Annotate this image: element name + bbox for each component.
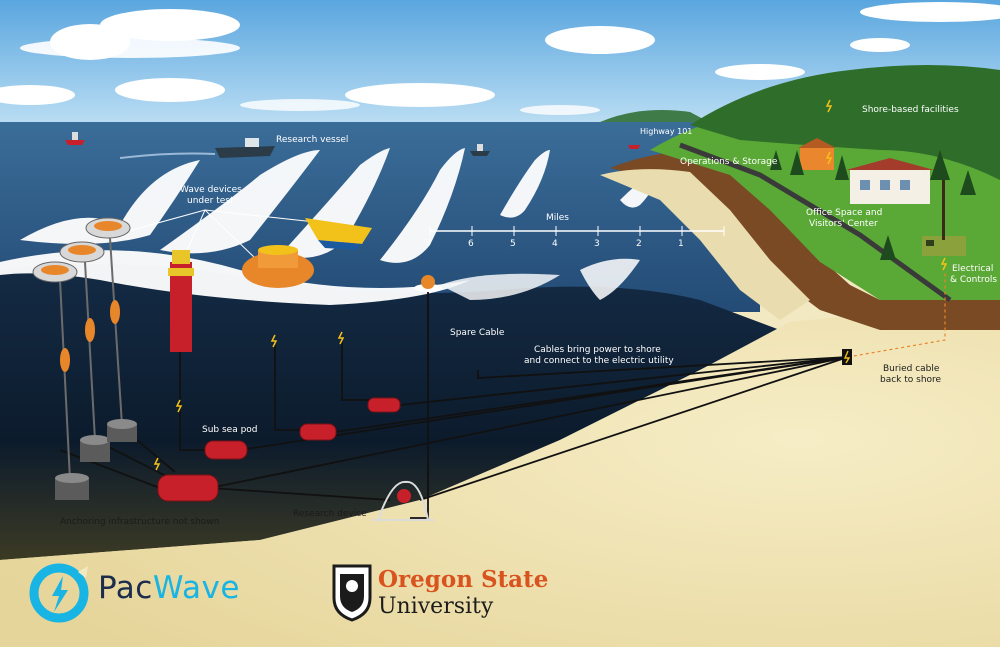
small-boats <box>65 132 640 156</box>
label-wave-devices-line2: under test <box>187 196 234 206</box>
clouds <box>0 2 1000 115</box>
mile-tick-2: 2 <box>636 239 642 249</box>
mile-tick-7: 7 <box>426 239 432 249</box>
label-subsea-pod: Sub sea pod <box>202 425 258 435</box>
wave-device-pointers <box>124 209 316 259</box>
pole <box>942 180 945 240</box>
beach <box>600 169 810 320</box>
cable-junction-bolt <box>843 350 851 364</box>
label-highway: Highway 101 <box>640 127 692 136</box>
label-office-line2: Visitors' Center <box>809 219 878 229</box>
surface-float <box>414 275 442 292</box>
anchors <box>55 419 137 500</box>
miles-scale: 7 6 5 4 3 2 1 <box>426 226 725 249</box>
research-device <box>372 480 434 521</box>
label-office-line1: Office Space and <box>806 208 882 218</box>
mile-tick-1: 1 <box>678 239 684 249</box>
label-research-device: Research device <box>293 509 367 519</box>
mile-tick-4: 4 <box>552 239 558 249</box>
wave-foam <box>0 148 660 305</box>
orange-wave-device <box>242 245 314 288</box>
pacwave-logo: PacWave <box>28 562 288 624</box>
buried-cable <box>847 272 946 358</box>
osu-wordmark-line1: Oregon State <box>378 566 549 593</box>
office-building <box>846 158 934 204</box>
label-cables-line1: Cables bring power to shore <box>534 345 661 355</box>
label-miles: Miles <box>546 213 569 223</box>
pacwave-wordmark-pac: Pac <box>98 570 153 606</box>
label-electrical-line1: Electrical <box>952 264 993 274</box>
osu-wordmark-line2: University <box>378 594 494 619</box>
mile-tick-5: 5 <box>510 239 516 249</box>
osu-logo: Oregon State University <box>330 560 560 626</box>
label-operations: Operations & Storage <box>680 157 778 167</box>
label-cables-line2: and connect to the electric utility <box>524 356 674 366</box>
operations-building <box>798 138 836 170</box>
hills <box>690 65 1000 180</box>
mooring-floats <box>60 300 120 372</box>
label-buried-line2: back to shore <box>880 375 942 385</box>
label-electrical-line2: & Controls <box>950 275 997 285</box>
trees <box>770 150 976 260</box>
pacwave-logo-mark <box>29 563 89 623</box>
mooring-lines <box>59 237 123 481</box>
label-anchoring: Anchoring infrastructure not shown <box>60 517 219 527</box>
mile-tick-6: 6 <box>468 239 474 249</box>
label-research-vessel: Research vessel <box>276 135 348 145</box>
mile-tick-3: 3 <box>594 239 600 249</box>
electrical-building <box>922 236 966 256</box>
subsea-pods <box>157 397 401 502</box>
yellow-wave-device <box>305 218 372 250</box>
label-buried-line1: Buried cable <box>883 364 940 374</box>
power-bolt-icons <box>153 99 948 471</box>
cable-junction <box>842 349 852 365</box>
research-vessel <box>119 138 275 159</box>
pacwave-wordmark-wave: Wave <box>152 570 240 606</box>
label-shore-facilities: Shore-based facilities <box>862 105 959 115</box>
pacwave-wordmark: PacWave <box>98 570 240 606</box>
highway <box>679 142 952 303</box>
red-spar-device <box>168 250 194 352</box>
osu-seal-icon <box>332 564 372 622</box>
label-spare-cable: Spare Cable <box>450 328 505 338</box>
point-absorber-buoys <box>32 217 131 283</box>
label-wave-devices-line1: Wave devices <box>180 185 242 195</box>
